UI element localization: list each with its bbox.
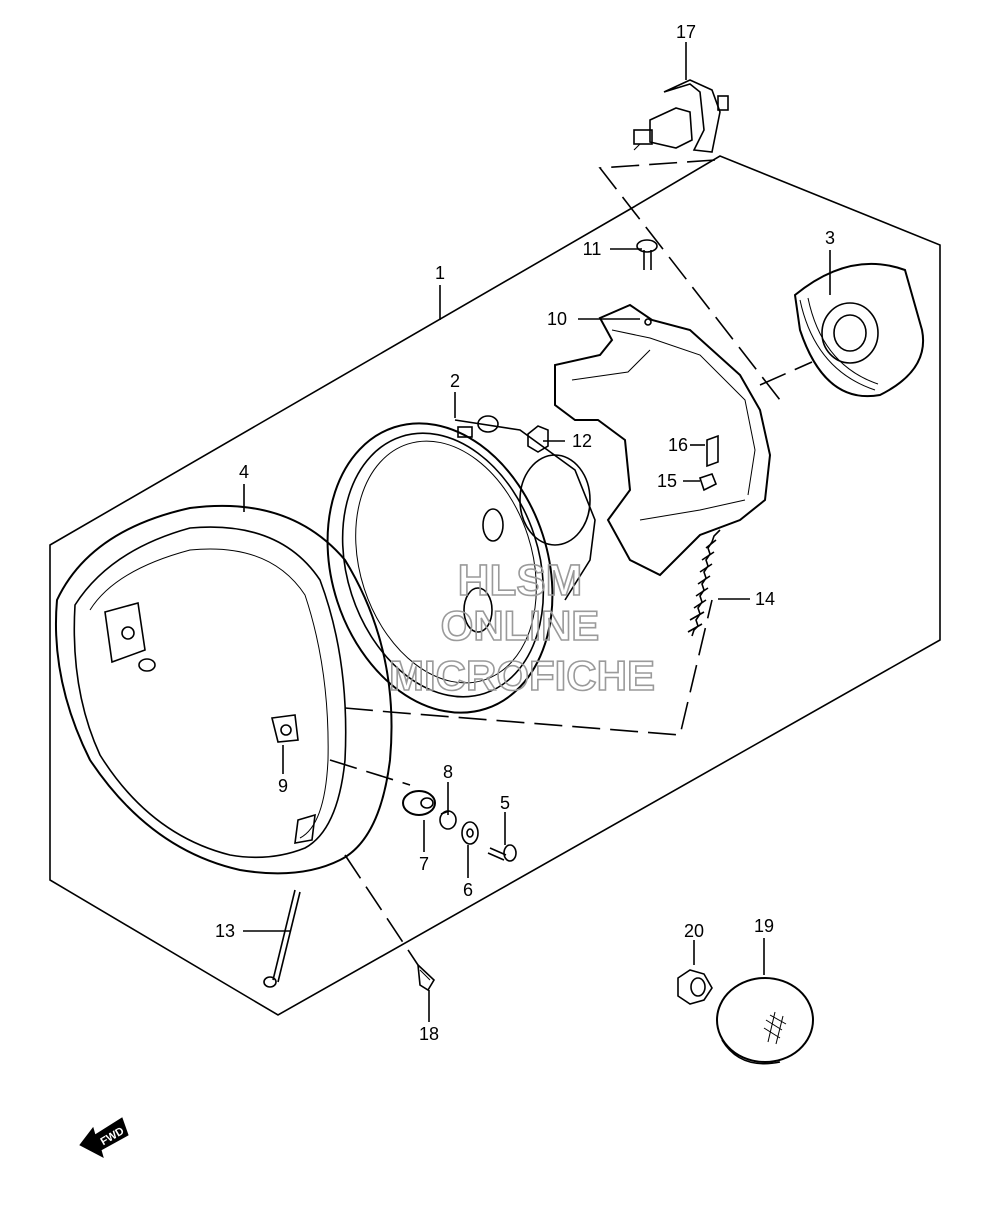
callout-6: 6	[463, 880, 473, 900]
callout-14: 14	[755, 589, 775, 609]
long-screw	[263, 889, 301, 988]
nut	[527, 425, 549, 453]
callout-7: 7	[419, 854, 429, 874]
cap	[716, 977, 814, 1065]
grommet-small	[698, 473, 718, 492]
bracket	[554, 303, 772, 577]
watermark-line1: HLSM	[458, 556, 583, 605]
rear-housing	[793, 262, 925, 398]
callout-20: 20	[684, 921, 704, 941]
headlight-rim	[54, 504, 393, 875]
watermark-line3: MICROFICHE	[389, 652, 655, 699]
callout-4: 4	[239, 462, 249, 482]
hex-nut	[677, 969, 713, 1005]
callout-15: 15	[657, 471, 677, 491]
callout-12: 12	[572, 431, 592, 451]
callout-13: 13	[215, 921, 235, 941]
screw-top	[636, 239, 658, 326]
screw-small	[487, 844, 517, 862]
callout-16: 16	[668, 435, 688, 455]
headlight-unit	[326, 415, 596, 714]
grommet	[402, 790, 436, 816]
fwd-arrow-icon: FWD	[79, 1117, 129, 1158]
callouts: 1 2 3 4 5 6 7 8 9 10 11 12 13 14 15 16 1…	[215, 22, 835, 1044]
callout-17: 17	[676, 22, 696, 42]
spring	[687, 529, 721, 637]
callout-1: 1	[435, 263, 445, 283]
callout-10: 10	[547, 309, 567, 329]
screw-bottom	[416, 962, 436, 992]
callout-19: 19	[754, 916, 774, 936]
callout-9: 9	[278, 776, 288, 796]
collar	[439, 810, 457, 830]
callout-2: 2	[450, 371, 460, 391]
pin	[706, 434, 719, 468]
leader-lines	[243, 42, 831, 1022]
watermark: HLSM ONLINE MICROFICHE	[388, 555, 656, 700]
fwd-label: FWD	[99, 1125, 127, 1148]
bulb	[633, 79, 729, 153]
callout-5: 5	[500, 793, 510, 813]
callout-3: 3	[825, 228, 835, 248]
watermark-line2: ONLINE	[441, 602, 600, 649]
washer	[461, 821, 479, 845]
assembly-outline	[49, 155, 941, 1016]
callout-8: 8	[443, 762, 453, 782]
alignment-lines	[329, 159, 813, 966]
callout-18: 18	[419, 1024, 439, 1044]
callout-11: 11	[583, 239, 602, 259]
